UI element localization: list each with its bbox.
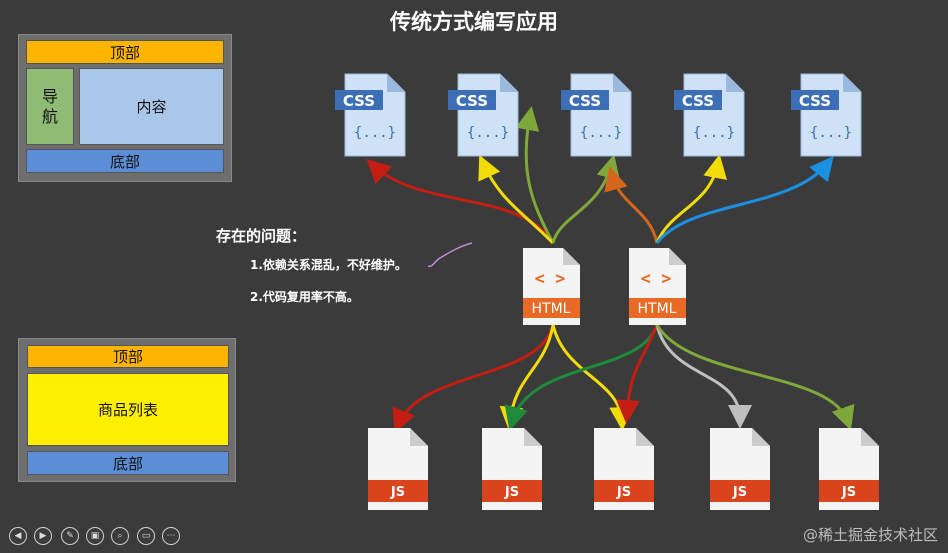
- arrow-html2-js3: [616, 324, 659, 424]
- subtitle-icon[interactable]: ▭: [137, 527, 155, 545]
- css-file-icon: CSS {...}: [335, 73, 406, 157]
- js-file-icon: JS: [482, 428, 542, 510]
- css-braces: {...}: [580, 125, 622, 141]
- js-file-icon: JS: [819, 428, 879, 510]
- problem-item: 1.依赖关系混乱，不好维护。: [250, 258, 407, 272]
- css-label: CSS: [456, 92, 488, 110]
- css-label: CSS: [682, 92, 714, 110]
- html-label-bg: [523, 298, 580, 318]
- html-label: HTML: [532, 301, 571, 317]
- arrow-html1-css3: [551, 154, 620, 244]
- layout-nav-char-1: 导: [41, 86, 58, 106]
- js-label-bg: [819, 480, 879, 502]
- zoom-icon[interactable]: ⌕: [111, 527, 129, 545]
- pen-icon[interactable]: ✎: [61, 527, 79, 545]
- css-file-icon: CSS {...}: [674, 73, 745, 157]
- css-braces: {...}: [810, 125, 852, 141]
- pen-squiggle: [427, 242, 473, 268]
- css-label: CSS: [569, 92, 601, 110]
- js-label-bg: [482, 480, 542, 502]
- page-title: 传统方式编写应用: [390, 10, 558, 34]
- html-label: HTML: [638, 301, 677, 317]
- arrow-html2-js5: [655, 324, 855, 431]
- js-label-bg: [368, 480, 428, 502]
- js-file-icon: JS: [710, 428, 770, 510]
- js-label: JS: [732, 485, 747, 500]
- css-label-bg: [561, 90, 609, 110]
- problem-item: 2.代码复用率不高。: [250, 290, 359, 304]
- layout-product-list: 商品列表: [27, 373, 229, 446]
- css-file-icon: CSS {...}: [561, 73, 632, 157]
- watermark: @稀土掘金技术社区: [802, 526, 938, 544]
- layout-content: 内容: [79, 68, 224, 145]
- problems-heading: 存在的问题：: [216, 227, 307, 245]
- css-braces: {...}: [354, 125, 396, 141]
- layout-footer: 底部: [26, 149, 224, 173]
- more-icon[interactable]: ⋯: [162, 527, 180, 545]
- arrow-html1-css2b: [478, 154, 555, 245]
- html-label-bg: [629, 298, 686, 318]
- js-label-bg: [710, 480, 770, 502]
- js-file-icon: JS: [594, 428, 654, 510]
- html-glyph: < >: [641, 269, 672, 289]
- arrow-html2-css3: [604, 166, 659, 244]
- css-file-icon: CSS {...}: [448, 73, 519, 157]
- arrow-html1-js1: [392, 324, 555, 434]
- css-label-bg: [448, 90, 496, 110]
- prev-icon[interactable]: ◀: [9, 527, 27, 545]
- arrow-html2-js4: [655, 324, 752, 429]
- arrow-html2-css5: [655, 156, 834, 244]
- css-braces: {...}: [467, 125, 509, 141]
- js-label-bg: [594, 480, 654, 502]
- html-file-icon: < > HTML: [523, 248, 580, 325]
- layout-header: 顶部: [27, 345, 229, 368]
- css-label-bg: [791, 90, 839, 110]
- css-file-icon: CSS {...}: [791, 73, 862, 157]
- next-icon[interactable]: ▶: [34, 527, 52, 545]
- arrow-html1-js3: [551, 324, 634, 431]
- js-label: JS: [390, 485, 405, 500]
- js-label: JS: [841, 485, 856, 500]
- layout-nav: 导 航: [26, 68, 74, 145]
- arrow-html1-css1: [366, 158, 555, 244]
- slides-icon[interactable]: ▣: [86, 527, 104, 545]
- html-file-icon: < > HTML: [629, 248, 686, 325]
- css-label: CSS: [343, 92, 375, 110]
- layout-nav-char-2: 航: [41, 106, 58, 126]
- arrow-html2-js2: [504, 324, 659, 431]
- arrow-html1-css2: [515, 106, 555, 244]
- js-label: JS: [616, 485, 631, 500]
- layout-header: 顶部: [26, 40, 224, 64]
- css-braces: {...}: [693, 125, 735, 141]
- css-label: CSS: [799, 92, 831, 110]
- css-label-bg: [335, 90, 383, 110]
- js-label: JS: [504, 485, 519, 500]
- css-label-bg: [674, 90, 722, 110]
- html-glyph: < >: [535, 269, 566, 289]
- js-file-icon: JS: [368, 428, 428, 510]
- arrow-html2-css4: [655, 154, 727, 244]
- layout-footer: 底部: [27, 451, 229, 475]
